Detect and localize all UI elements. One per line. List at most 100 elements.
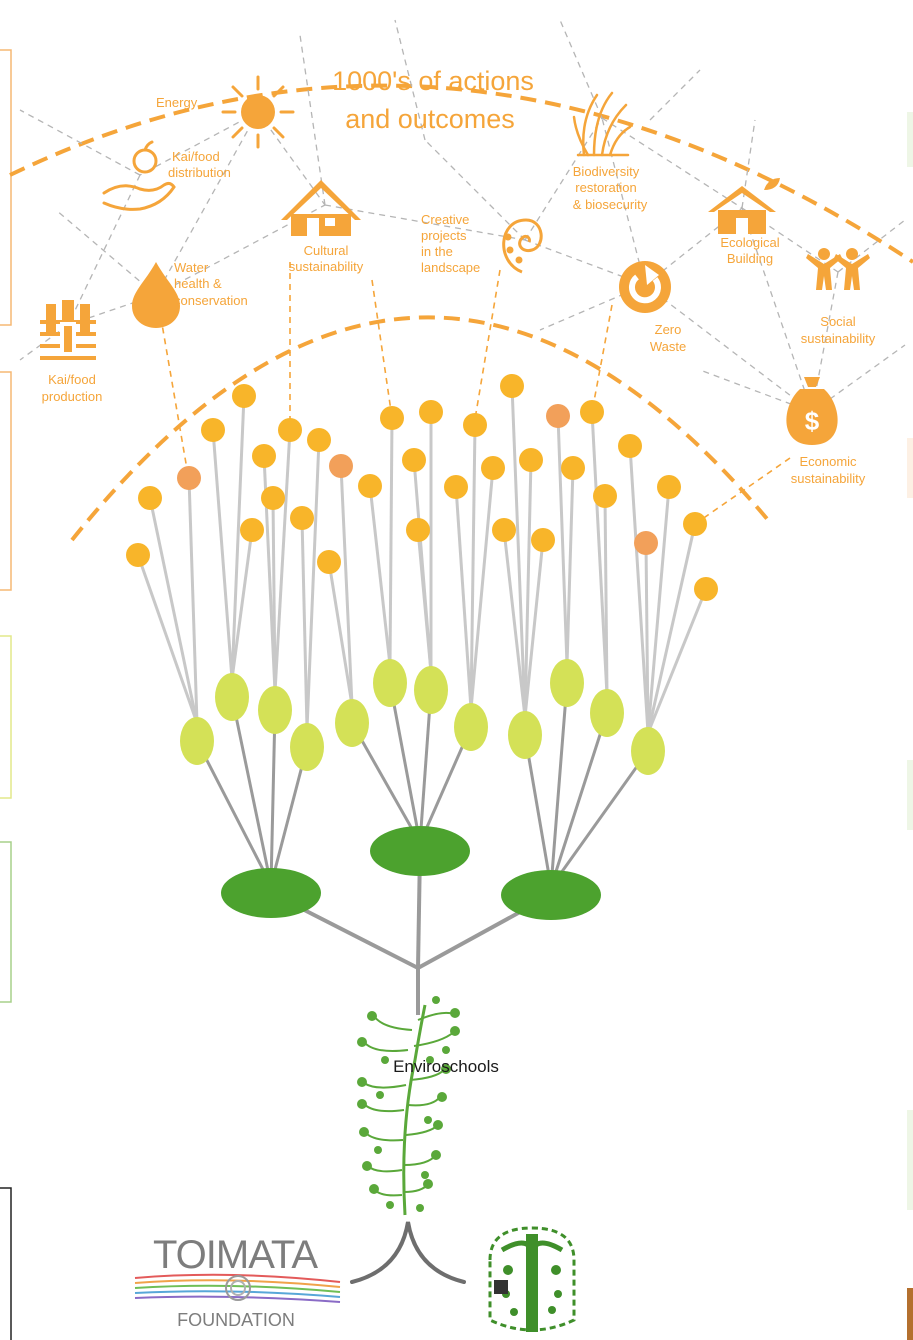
leaf-stem	[603, 495, 609, 696]
leaf-stem	[454, 486, 473, 710]
water-drop-icon	[132, 262, 180, 328]
svg-text:projects: projects	[421, 228, 467, 243]
leaf-stem	[148, 497, 199, 724]
mid-branch	[388, 682, 422, 844]
mid-node	[550, 659, 584, 707]
outcome-label-ecological-building: Ecological Building	[720, 235, 779, 266]
outcome-dot	[419, 400, 443, 424]
koru-icon	[502, 218, 543, 274]
big-node	[370, 826, 470, 876]
leaf-stem	[273, 429, 292, 693]
leaf-stem	[644, 542, 650, 734]
outcome-dot	[358, 474, 382, 498]
leaf-stem	[646, 523, 697, 734]
mid-node	[414, 666, 448, 714]
outcome-dot	[580, 400, 604, 424]
leaf-stem	[556, 415, 569, 666]
outcome-dot	[138, 486, 162, 510]
svg-text:health &: health &	[174, 276, 222, 291]
mid-node	[335, 699, 369, 747]
outcome-label-zero-waste: Zero Waste	[650, 322, 686, 354]
svg-text:Zero: Zero	[655, 322, 682, 337]
outcome-dot	[618, 434, 642, 458]
big-node	[221, 868, 321, 918]
left-side-panels	[0, 49, 12, 1340]
svg-text:Water: Water	[174, 260, 209, 275]
mid-branch	[523, 734, 553, 888]
leaf-stem	[339, 465, 354, 706]
outcome-dot	[406, 518, 430, 542]
svg-text:Energy: Energy	[156, 95, 198, 110]
right-side-panels	[907, 112, 913, 1340]
hand-apple-icon	[102, 140, 176, 211]
marae-house-icon	[281, 180, 361, 236]
leaf-stem	[305, 439, 321, 730]
leaf-stem	[271, 497, 277, 693]
mid-node	[508, 711, 542, 759]
inner-arc	[70, 315, 770, 542]
mid-node	[180, 717, 214, 765]
headline-line-1: 1000's of actions	[332, 66, 534, 96]
leaf-stem	[628, 445, 650, 734]
outcome-dot	[500, 374, 524, 398]
leaf-stem	[230, 395, 246, 680]
outcome-label-creative: Creative projects in the landscape	[421, 212, 480, 275]
svg-text:sustainability: sustainability	[801, 331, 876, 346]
svg-text:sustainability: sustainability	[289, 259, 364, 274]
mid-node	[290, 723, 324, 771]
money-bag-icon: $	[786, 377, 838, 445]
outcome-dot	[380, 406, 404, 430]
svg-text:Building: Building	[727, 251, 773, 266]
svg-text:in the: in the	[421, 244, 453, 259]
svg-text:& biosecurity: & biosecurity	[573, 197, 648, 212]
foundation-sub: FOUNDATION	[177, 1310, 295, 1330]
leaf-stem	[646, 486, 671, 734]
mid-branch	[549, 682, 569, 888]
outcome-dot	[463, 413, 487, 437]
outcome-dot	[561, 456, 585, 480]
outcome-dot	[290, 506, 314, 530]
outcome-dot	[402, 448, 426, 472]
mid-branch	[549, 712, 609, 888]
mid-node	[373, 659, 407, 707]
mid-branch	[195, 740, 273, 886]
svg-text:Biodiversity: Biodiversity	[573, 164, 640, 179]
outcome-dot	[531, 528, 555, 552]
mid-node	[258, 686, 292, 734]
tree	[126, 374, 718, 1015]
leaf-stem	[300, 517, 309, 730]
svg-text:sustainability: sustainability	[791, 471, 866, 486]
outcome-dot	[634, 531, 658, 555]
mid-branch	[269, 746, 309, 886]
sun-icon	[221, 75, 295, 149]
outcome-dot	[329, 454, 353, 478]
mid-branch	[230, 696, 273, 886]
outcome-dot	[252, 444, 276, 468]
leaf-stem	[136, 554, 199, 724]
outcome-dot	[519, 448, 543, 472]
svg-text:Social: Social	[820, 314, 856, 329]
mid-node	[590, 689, 624, 737]
outcome-label-social: Social sustainability	[801, 314, 876, 346]
outcome-dot	[657, 475, 681, 499]
outcome-dot	[177, 466, 201, 490]
outcome-dot	[126, 543, 150, 567]
leaf-stem	[523, 459, 533, 718]
leaf-stem	[523, 539, 545, 718]
outcome-label-economic: Economic sustainability	[791, 454, 866, 486]
mid-branch	[269, 709, 277, 886]
outcome-dot	[232, 384, 256, 408]
outcome-dot	[240, 518, 264, 542]
svg-text:Kai/food: Kai/food	[48, 372, 96, 387]
outcome-label-cultural: Cultural sustainability	[289, 243, 364, 274]
headline-line-2: and outcomes	[345, 104, 515, 134]
outcome-dot	[546, 404, 570, 428]
leaf-stem	[211, 429, 234, 680]
leaf-stem	[565, 467, 575, 666]
svg-text:landscape: landscape	[421, 260, 480, 275]
outcome-dot	[261, 486, 285, 510]
toimata-foundation-logo: TOIMATA FOUNDATION	[134, 1233, 341, 1330]
outer-arc	[9, 83, 913, 264]
svg-text:Waste: Waste	[650, 339, 686, 354]
